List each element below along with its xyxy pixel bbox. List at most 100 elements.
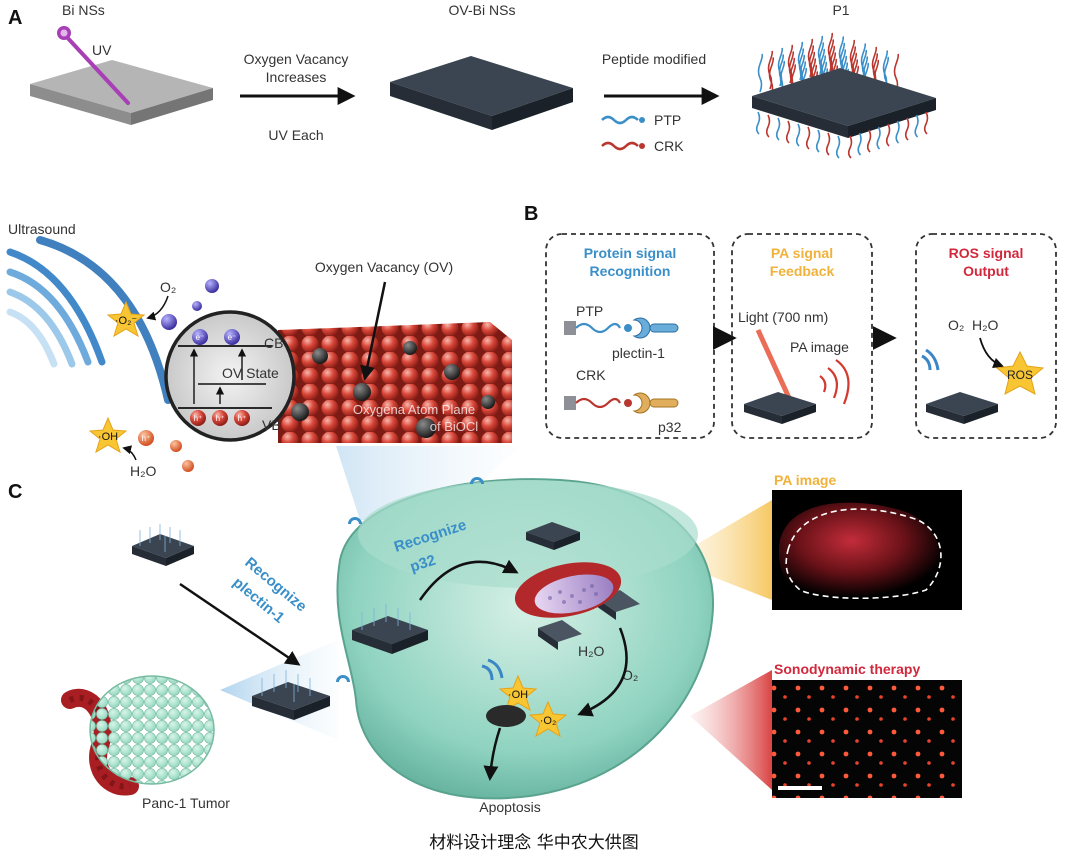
electron-sphere bbox=[161, 314, 177, 330]
ros-nanosheet-icon bbox=[926, 392, 998, 424]
laser-beam-icon bbox=[755, 328, 793, 402]
figure-caption: 材料设计理念 华中农大供图 bbox=[0, 826, 1068, 860]
peptide-strand bbox=[923, 111, 929, 135]
pa-image-micrograph bbox=[772, 490, 962, 610]
cb-electron bbox=[224, 329, 240, 345]
peptide-strand bbox=[871, 46, 878, 86]
arrow2-label: Peptide modified bbox=[602, 51, 706, 67]
peptide-strand bbox=[893, 53, 900, 93]
plectin-receptor-icon bbox=[336, 675, 350, 682]
vb-hole bbox=[190, 410, 206, 426]
ptp-legend-label: PTP bbox=[654, 112, 681, 128]
peptide-strand bbox=[904, 117, 910, 141]
peptide-strand bbox=[882, 50, 889, 89]
superoxide-c-star-icon bbox=[528, 700, 568, 738]
hydroxyl-star-icon bbox=[88, 416, 128, 454]
box2-title-line2: Feedback bbox=[770, 263, 835, 279]
ultrasound-waves-icon bbox=[6, 236, 172, 404]
arrow1-label-below: UV Each bbox=[268, 127, 323, 143]
ov-bi-nanosheet bbox=[390, 56, 573, 130]
peptide-strand bbox=[835, 135, 841, 159]
peptide-strand bbox=[847, 135, 853, 159]
bi-nss-label: Bi NSs bbox=[62, 2, 105, 18]
peptide-strand bbox=[876, 126, 881, 150]
ptp-legend bbox=[601, 115, 645, 125]
plectin-label: plectin-1 bbox=[612, 345, 665, 361]
peptide-strand bbox=[765, 114, 771, 138]
peptide-strand bbox=[815, 129, 821, 153]
ptp-label: PTP bbox=[576, 303, 603, 319]
hydroxyl-c-label: ·OH bbox=[508, 689, 528, 701]
vb-hole-label: h⁺ bbox=[194, 414, 203, 423]
superoxide-c-label: ·O₂ bbox=[540, 715, 557, 727]
cb-label: CB bbox=[264, 335, 283, 351]
peptide-strand bbox=[895, 120, 900, 144]
peptide-strand bbox=[787, 44, 794, 84]
peptide-strand bbox=[767, 50, 774, 90]
hydroxyl-c-star-icon bbox=[498, 674, 538, 712]
hydroxyl-label: ·OH bbox=[98, 431, 118, 443]
electron-sphere bbox=[192, 301, 202, 311]
o2-arrow bbox=[146, 295, 169, 321]
ov-pointer-arrow bbox=[360, 281, 387, 381]
mitochondrion bbox=[514, 562, 622, 618]
peptide-strand bbox=[785, 120, 791, 144]
sdt-image-cone bbox=[690, 670, 772, 790]
nanosheet-near-mito bbox=[538, 620, 582, 650]
uv-beam-icon bbox=[57, 26, 130, 105]
panel-b-letter: B bbox=[524, 203, 538, 225]
apoptosis-label: Apoptosis bbox=[479, 799, 540, 815]
peptide-strand bbox=[807, 38, 814, 78]
nanosheet-near-mito bbox=[526, 522, 580, 550]
superoxide-label: ·O₂⁻ bbox=[115, 315, 137, 327]
ros-arrow bbox=[979, 337, 1005, 369]
crk-label: CRK bbox=[576, 367, 606, 383]
cb-electron-label: e⁻ bbox=[196, 333, 205, 342]
peptide-strand bbox=[755, 111, 761, 135]
arrow1-label-line1: Oxygen Vacancy bbox=[244, 51, 349, 67]
pa-image-cone bbox=[670, 500, 772, 600]
tumor-mass bbox=[89, 675, 215, 785]
box1-title-line1: Protein signal bbox=[584, 245, 677, 261]
peptide-strand bbox=[757, 53, 764, 93]
box3-title-line1: ROS signal bbox=[949, 245, 1024, 261]
peptide-strand bbox=[817, 35, 824, 75]
ros-o2-label: O₂ bbox=[948, 317, 964, 333]
figure-canvas: A Bi NSs UV Oxygen Vacancy Increases UV … bbox=[6, 2, 1057, 815]
peptide-hairs-front bbox=[755, 111, 929, 159]
vb-hole-label: h⁺ bbox=[238, 414, 247, 423]
peptide-strand bbox=[860, 43, 867, 82]
oxygen-vacancy-label: Oxygen Vacancy (OV) bbox=[315, 259, 453, 275]
peptide-strand bbox=[777, 47, 784, 87]
crk-legend-label: CRK bbox=[654, 138, 684, 154]
arrow-to-mitochondria bbox=[418, 559, 519, 601]
pa-signal-waves-icon bbox=[819, 359, 850, 405]
peptide-strand bbox=[825, 132, 831, 156]
peptide-strand bbox=[805, 126, 811, 150]
hole-sphere-label: h⁺ bbox=[142, 434, 151, 443]
damaged-mitochondrion bbox=[486, 705, 526, 727]
pa-image-title: PA image bbox=[774, 472, 836, 488]
peptide-strand bbox=[775, 117, 781, 141]
superoxide-star-icon bbox=[106, 300, 146, 338]
peptide-strand bbox=[797, 41, 804, 81]
cb-electron bbox=[192, 329, 208, 345]
p32-label: p32 bbox=[658, 419, 682, 435]
pa-feedback-box bbox=[731, 233, 873, 439]
electron-sphere bbox=[205, 279, 219, 293]
cb-electron-label: e⁻ bbox=[228, 333, 237, 342]
sdt-title: Sonodynamic therapy bbox=[774, 661, 920, 677]
arrow-to-cell bbox=[179, 582, 301, 666]
arrow-to-apoptosis bbox=[483, 727, 502, 781]
peptide-strand bbox=[795, 123, 801, 147]
pa-nanosheet-icon bbox=[744, 392, 816, 424]
peptide-strand bbox=[885, 123, 891, 147]
water-c-label: H₂O bbox=[578, 643, 605, 659]
peptide-strand bbox=[838, 36, 845, 75]
plane-label-line1: Oxygena Atom Plane bbox=[353, 402, 475, 417]
nanosheet-membrane bbox=[252, 670, 330, 720]
peptide-strand bbox=[914, 114, 919, 138]
panel-c-letter: C bbox=[8, 481, 22, 503]
ultrasound-label: Ultrasound bbox=[8, 221, 76, 237]
